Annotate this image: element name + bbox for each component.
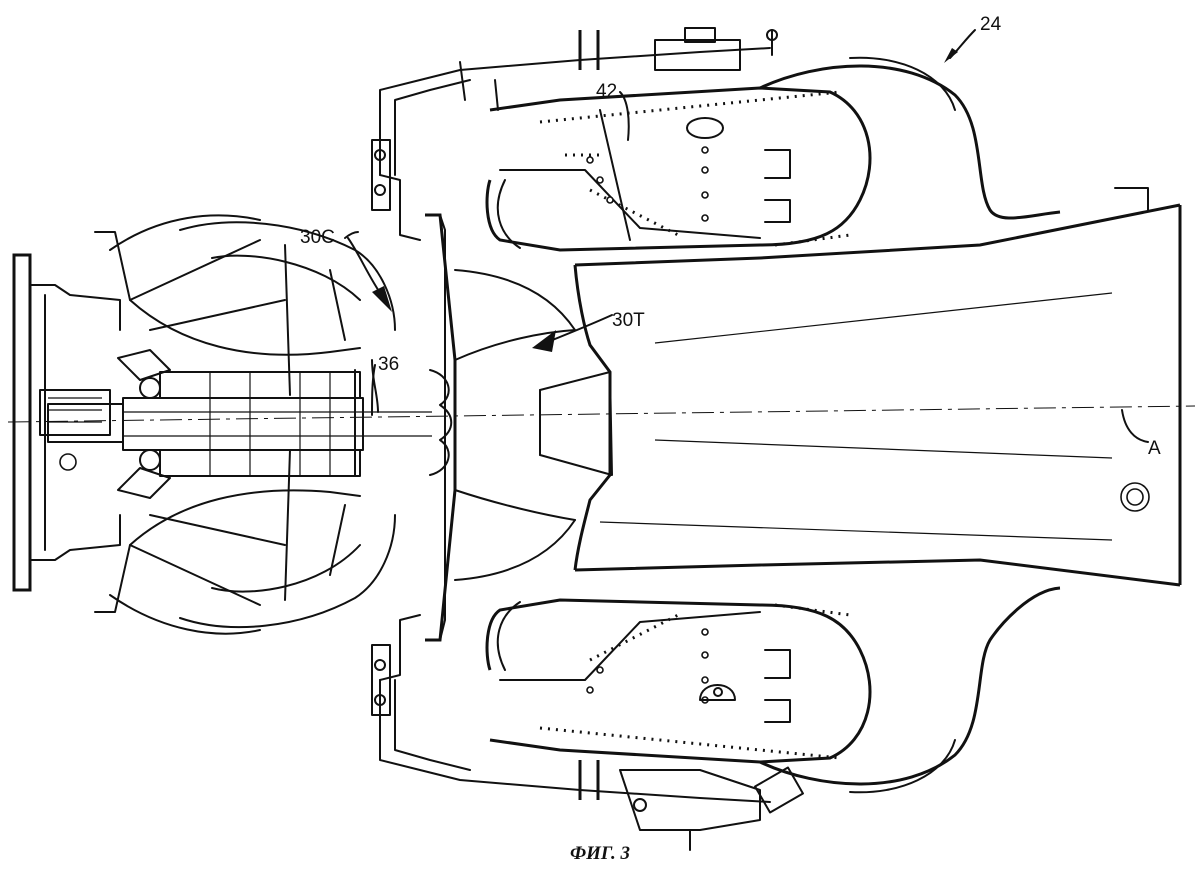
- label-36: 36: [378, 354, 399, 375]
- combustor-upper: [371, 27, 1061, 252]
- centerline-axis: [7, 405, 1196, 423]
- combustor-lower: [371, 586, 1061, 851]
- label-30t: 30T: [612, 310, 645, 331]
- figure-caption: ФИГ. 3: [570, 843, 630, 864]
- leader-lines: [344, 29, 1149, 443]
- shaft-assembly: [47, 349, 432, 499]
- exhaust-duct: [532, 187, 1182, 587]
- compressor-section: [94, 214, 396, 635]
- label-42: 42: [596, 81, 617, 102]
- label-axis-a: A: [1148, 438, 1161, 459]
- label-30c: 30C: [300, 227, 335, 248]
- turbine-rotor: [425, 213, 576, 642]
- label-24: 24: [980, 14, 1002, 35]
- inlet-flange: [12, 253, 121, 592]
